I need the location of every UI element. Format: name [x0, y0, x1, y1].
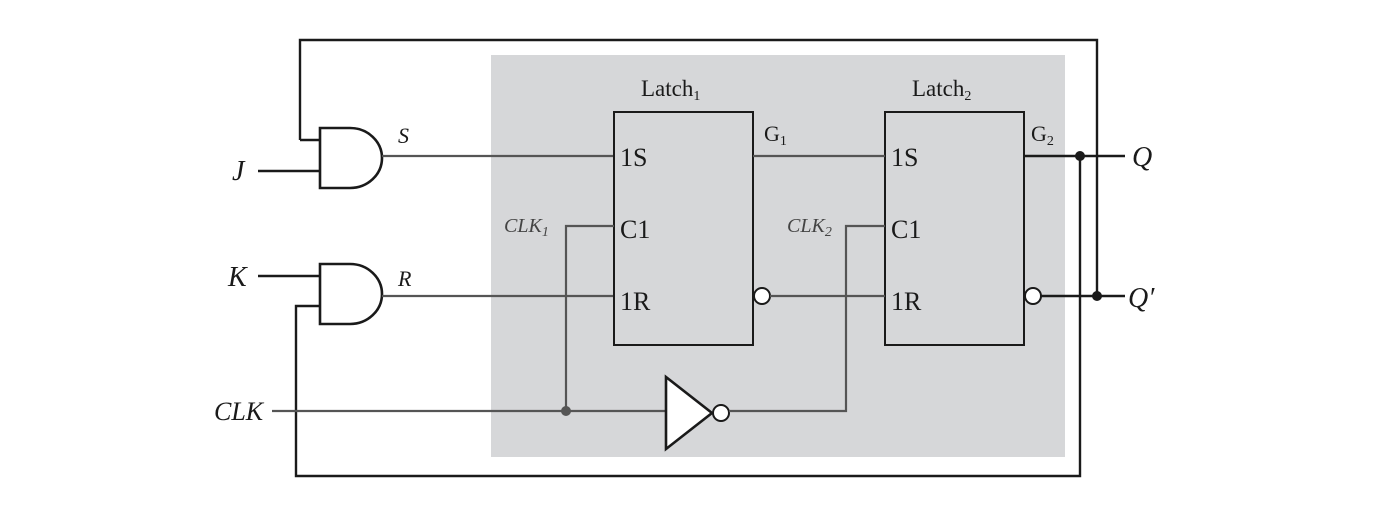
latch1-title: Latch1 — [641, 76, 700, 104]
g1-label: G1 — [764, 121, 787, 149]
q-junction-dot — [1075, 151, 1085, 161]
clk-junction-dot — [561, 406, 571, 416]
clk1-wire — [564, 224, 614, 411]
latch2-inverted-output-bubble — [1024, 287, 1042, 305]
latch2-pin-r: 1R — [891, 287, 922, 316]
g2-label: G2 — [1031, 121, 1054, 149]
s-signal-label: S — [398, 123, 409, 148]
latch1-pin-r: 1R — [620, 287, 651, 316]
latch2-pin-s: 1S — [891, 143, 918, 172]
and-gate-j — [318, 126, 384, 190]
k-input-label: K — [227, 262, 248, 293]
latch1-pin-c: C1 — [620, 215, 650, 244]
clk-input-label: CLK — [214, 397, 265, 426]
latch1-box — [613, 111, 754, 346]
q-output-label: Q — [1132, 142, 1152, 173]
clk2-label: CLK2 — [787, 215, 832, 240]
qbar-junction-dot — [1092, 291, 1102, 301]
clock-inverter — [664, 374, 715, 452]
feedback-wire-qbar-to-k — [294, 156, 1082, 478]
qbar-output-label: Q′ — [1128, 283, 1155, 314]
shaded-region — [491, 55, 1065, 457]
latch2-pin-c: C1 — [891, 215, 921, 244]
latch1-pin-s: 1S — [620, 143, 647, 172]
clk2-wire — [729, 224, 885, 413]
clk1-label: CLK1 — [504, 215, 549, 240]
and-gate-k — [318, 262, 384, 326]
j-input-label: J — [232, 156, 246, 187]
latch2-title: Latch2 — [912, 76, 971, 104]
inverter-bubble — [712, 404, 730, 422]
feedback-wire-q-to-j — [298, 38, 1099, 296]
r-signal-label: R — [397, 266, 412, 291]
latch2-box — [884, 111, 1025, 346]
latch1-inverted-output-bubble — [753, 287, 771, 305]
